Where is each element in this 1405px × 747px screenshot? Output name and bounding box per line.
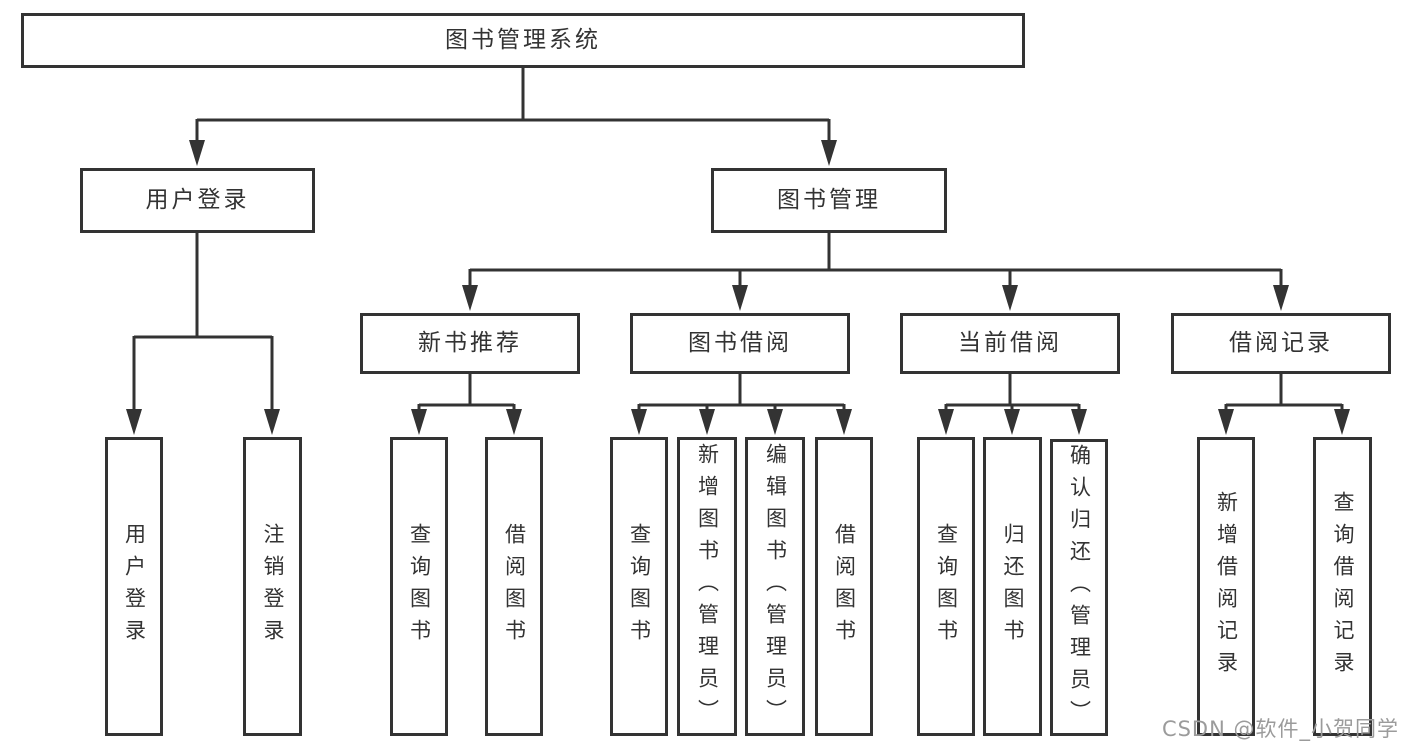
node-leaf-query-books-3: 查询图书	[917, 437, 975, 736]
node-leaf-borrow-books-1: 借阅图书	[485, 437, 543, 736]
csdn-watermark: CSDN @软件_小贺同学	[1161, 717, 1399, 741]
node-user-login: 用户登录	[80, 168, 315, 233]
node-leaf-query-books-2: 查询图书	[610, 437, 668, 736]
node-new-book-recommendation: 新书推荐	[360, 313, 580, 374]
node-leaf-add-books-admin: 新增图书（管理员）	[677, 437, 737, 736]
node-book-borrowing: 图书借阅	[630, 313, 850, 374]
node-root-system: 图书管理系统	[21, 13, 1025, 68]
node-leaf-add-borrow-record: 新增借阅记录	[1197, 437, 1255, 736]
node-leaf-confirm-return-admin: 确认归还（管理员）	[1050, 439, 1108, 736]
node-leaf-user-login: 用户登录	[105, 437, 163, 736]
node-current-borrowing: 当前借阅	[900, 313, 1120, 374]
node-borrowing-records: 借阅记录	[1171, 313, 1391, 374]
node-leaf-logout: 注销登录	[243, 437, 302, 736]
node-leaf-return-books: 归还图书	[983, 437, 1042, 736]
node-leaf-borrow-books-2: 借阅图书	[815, 437, 873, 736]
node-book-management: 图书管理	[711, 168, 947, 233]
node-leaf-query-books-1: 查询图书	[390, 437, 448, 736]
node-leaf-edit-books-admin: 编辑图书（管理员）	[745, 437, 805, 736]
node-leaf-query-borrow-record: 查询借阅记录	[1313, 437, 1372, 736]
